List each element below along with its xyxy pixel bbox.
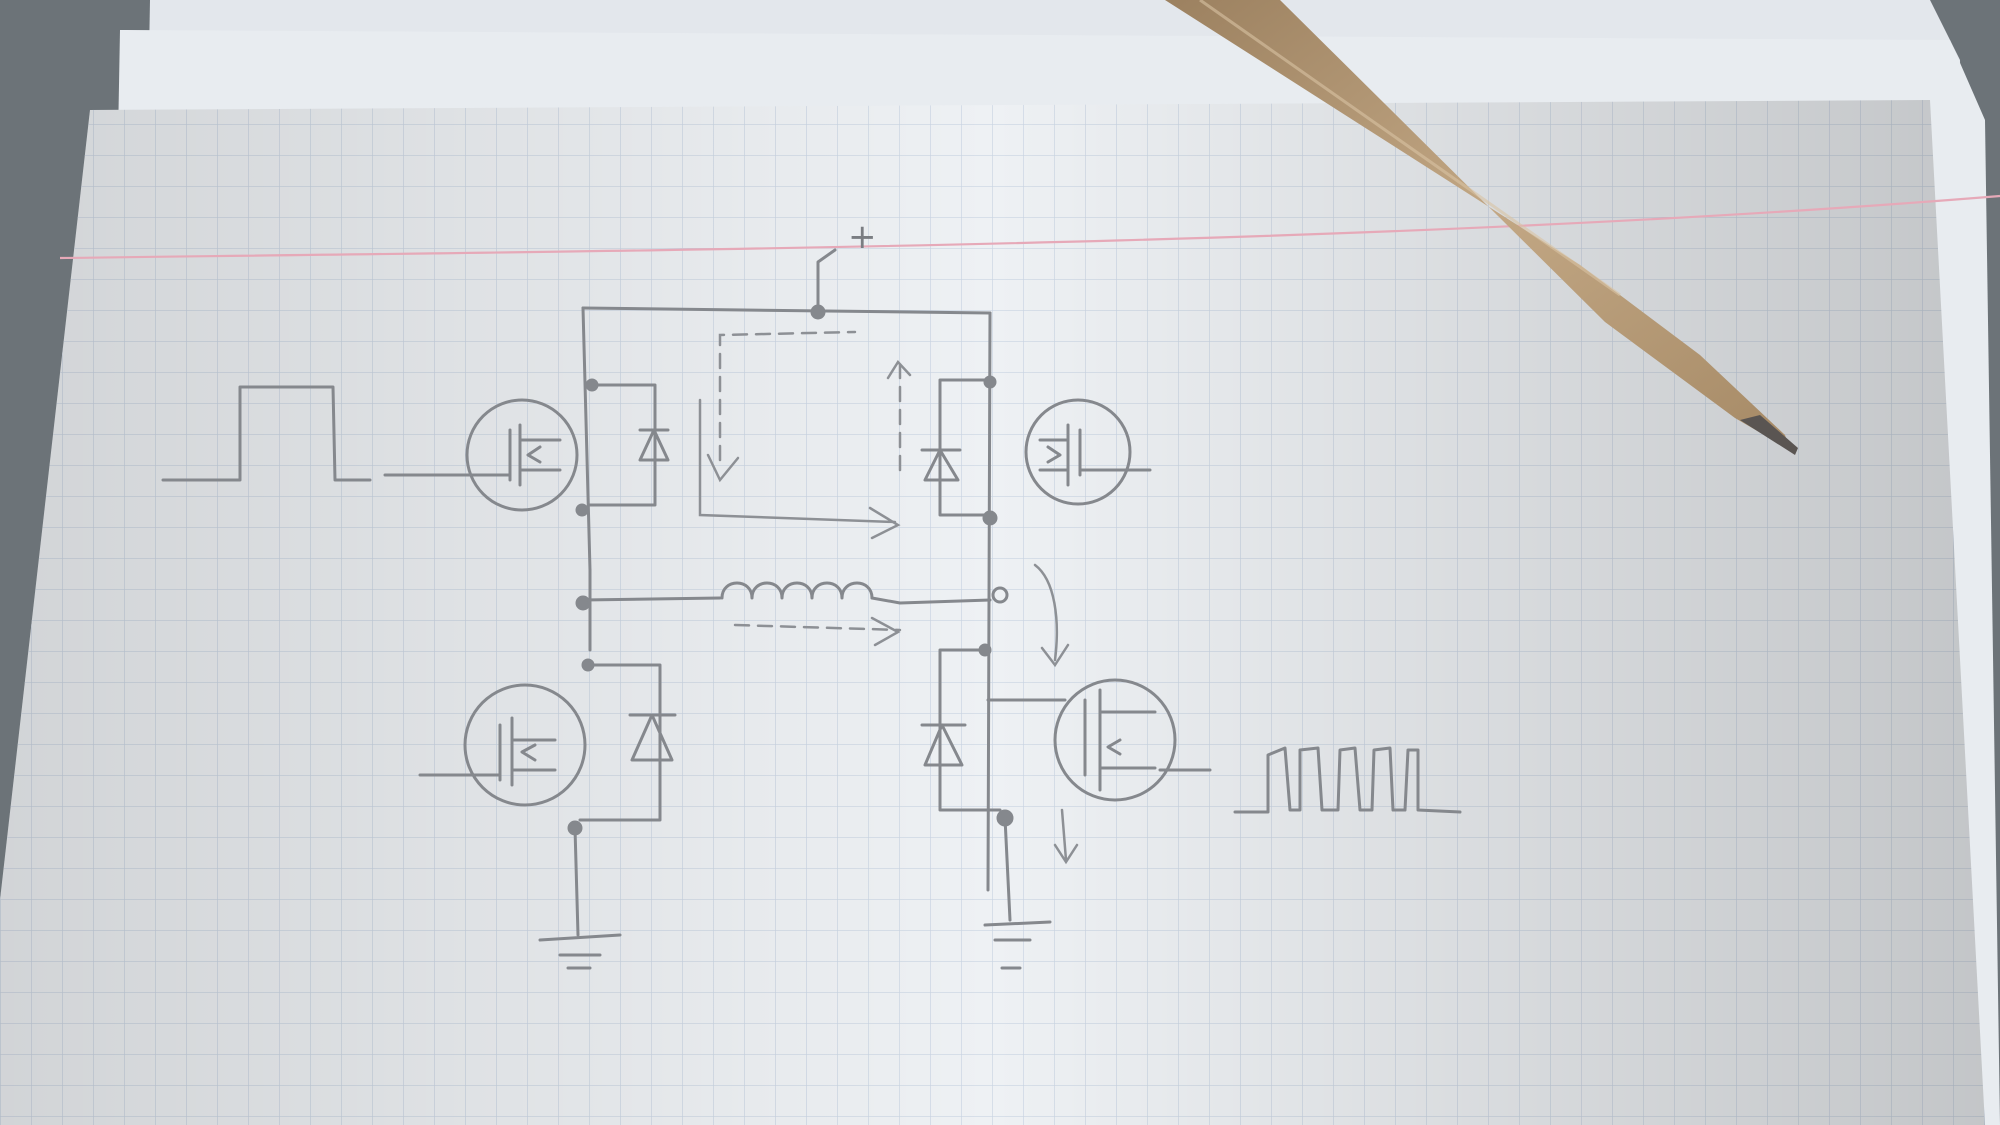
circuit-sketch <box>161 248 1462 970</box>
inductor-line-left <box>581 596 722 602</box>
inductor-line-right <box>870 596 992 605</box>
ground-right <box>983 920 1052 970</box>
ls-right-mosfet <box>1053 678 1177 802</box>
hs-left-mosfet <box>465 398 579 512</box>
ground-left <box>538 933 622 970</box>
current-flow-arrows <box>698 330 1079 865</box>
inductor-coil <box>720 581 874 600</box>
ls-right-diode <box>920 723 967 767</box>
ls-left-mosfet <box>463 683 587 807</box>
graph-paper-sheet <box>0 100 2000 1125</box>
hs-right-diode <box>920 448 962 482</box>
supply-terminal <box>816 248 837 314</box>
wooden-pencil <box>1165 0 1798 455</box>
hs-right-mosfet <box>1024 398 1132 506</box>
margin-line <box>59 194 2000 260</box>
ls-left-diode <box>628 713 677 762</box>
right-midpoint-node <box>991 586 1009 604</box>
output-pwm-waveform <box>1233 746 1462 814</box>
hs-left-diode <box>638 428 670 462</box>
supply-plus-label: + <box>848 217 877 257</box>
supply-node <box>810 304 826 320</box>
supply-rail <box>581 306 992 315</box>
input-pulse-waveform <box>161 385 372 482</box>
